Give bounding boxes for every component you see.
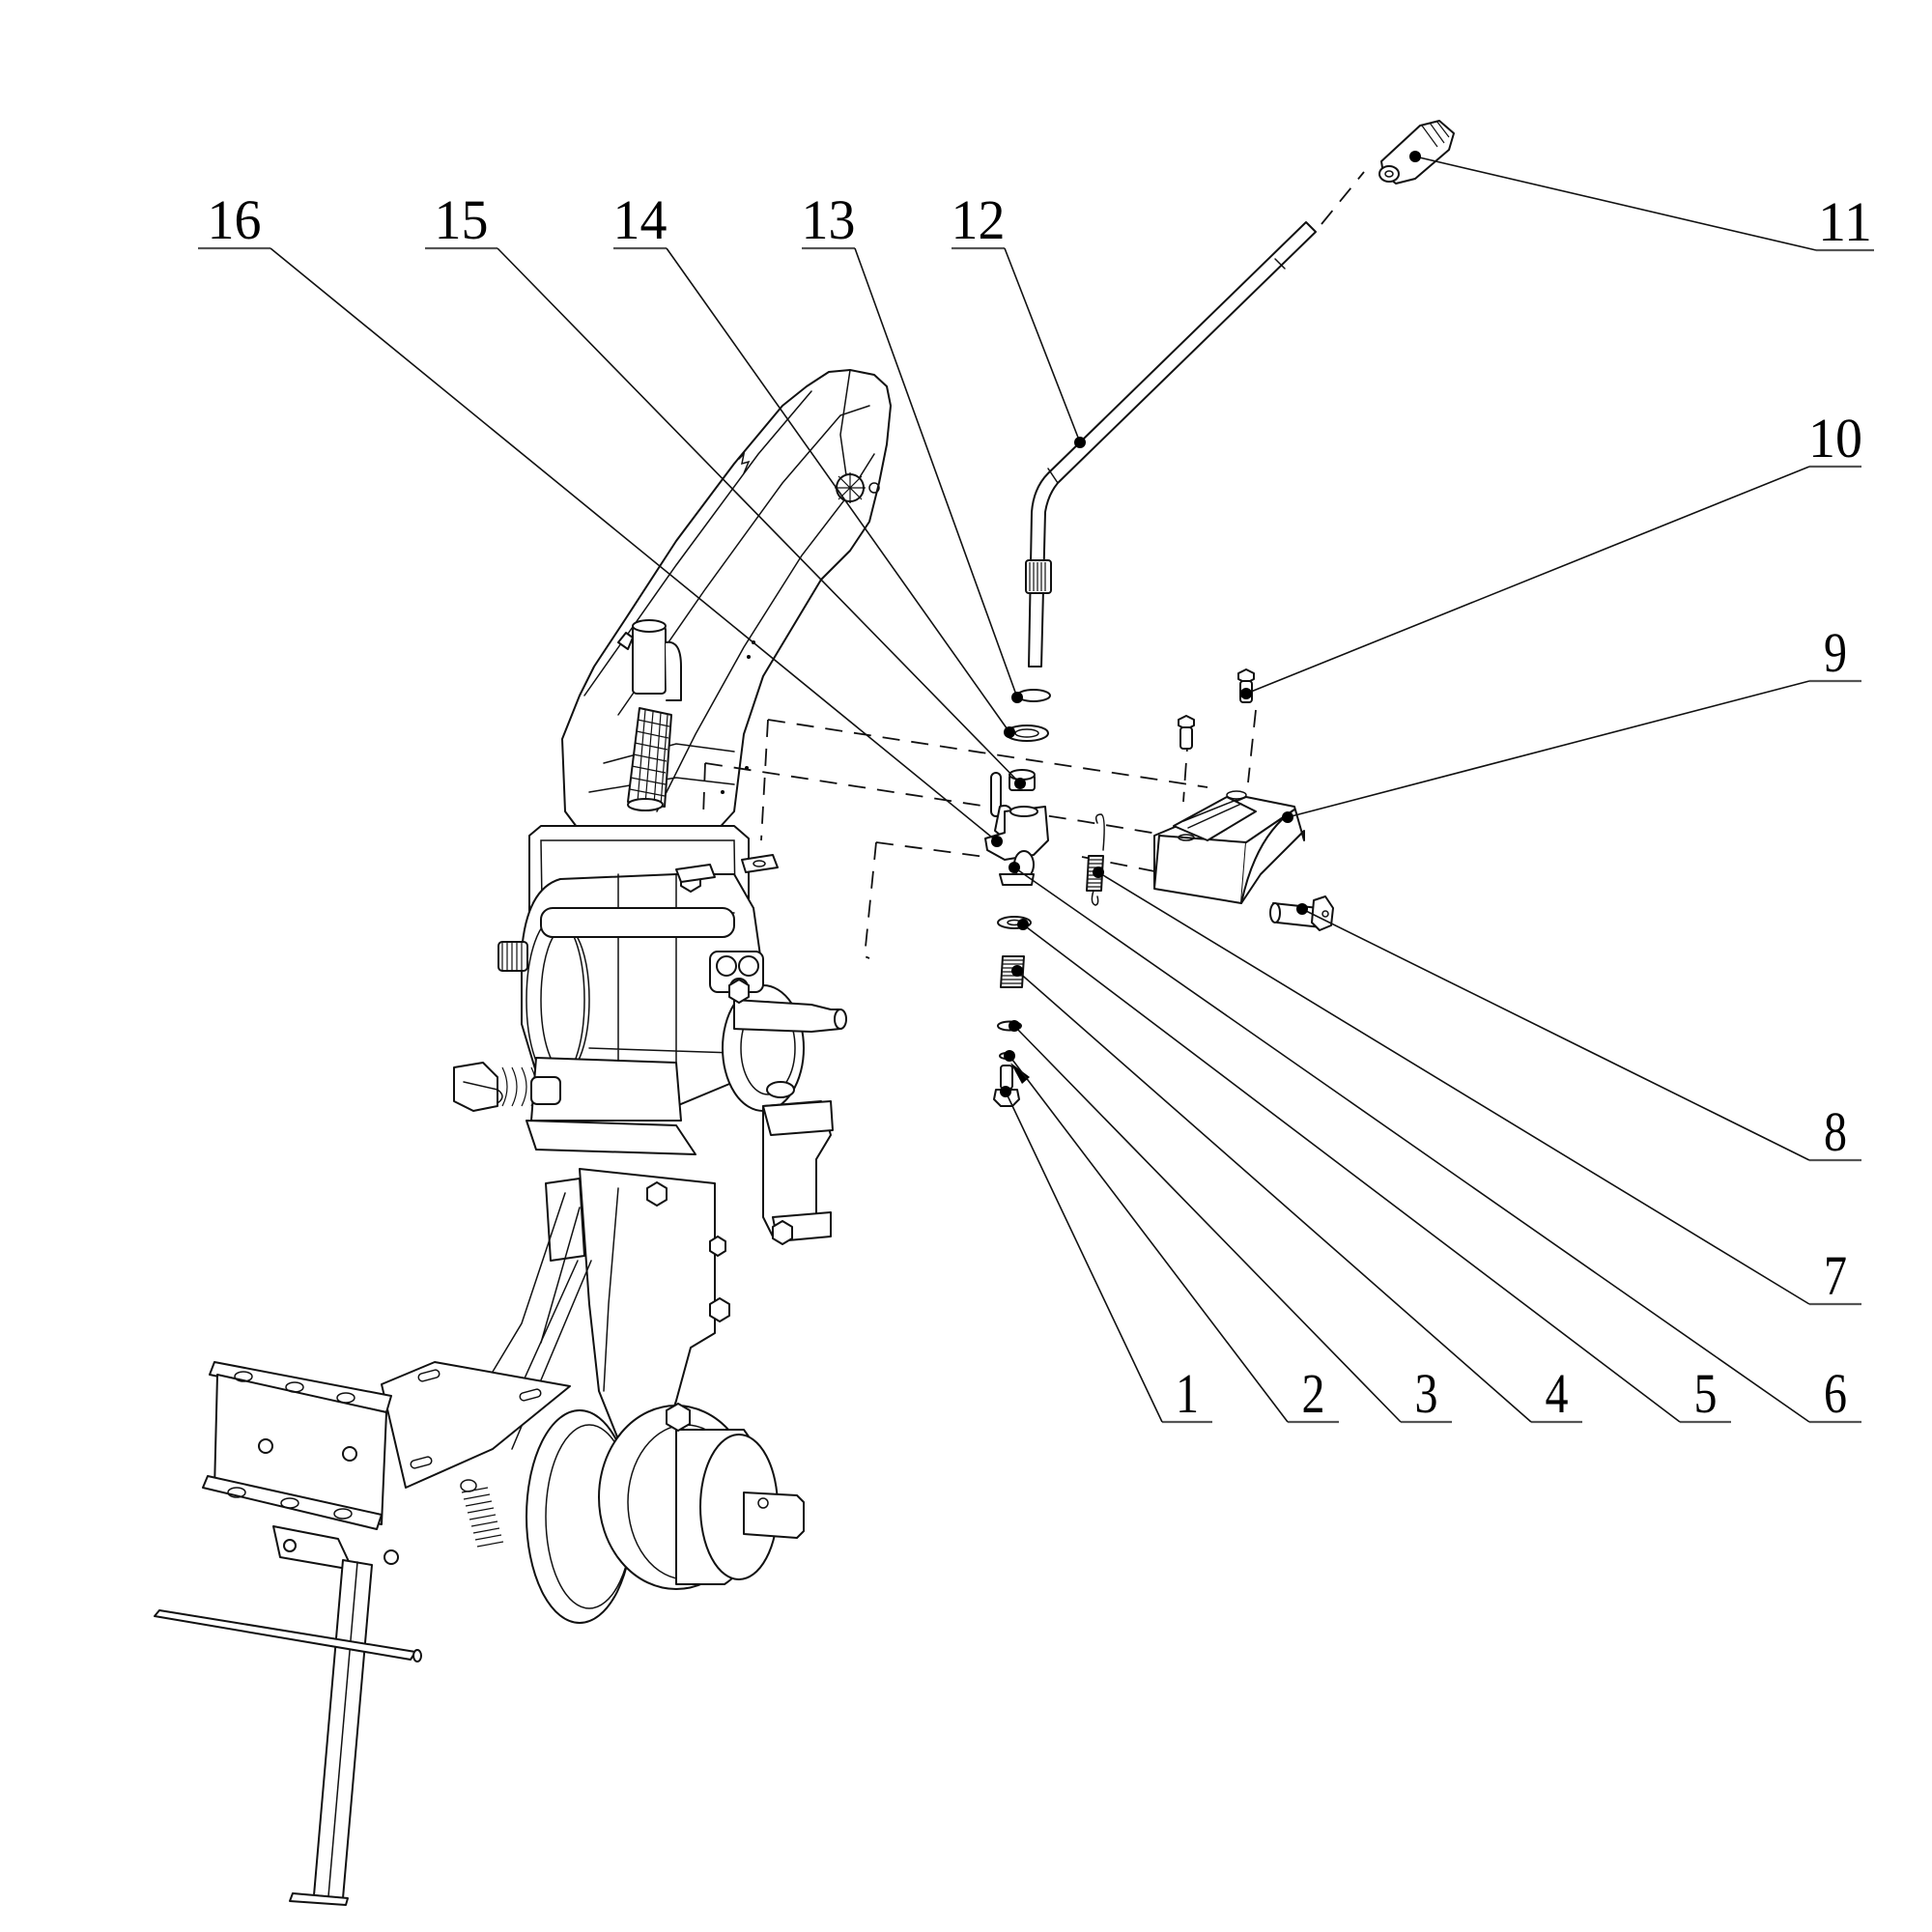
callout-number: 3 [1415, 1362, 1438, 1425]
leader-line [1097, 871, 1810, 1305]
callout-14: 14 [613, 188, 1015, 738]
leader-line [1004, 247, 1081, 443]
callout-number: 13 [802, 188, 856, 251]
part-7-tension-spring [1086, 813, 1105, 906]
leader-dot [1004, 1050, 1015, 1062]
callout-12: 12 [952, 188, 1086, 448]
part-16-shift-lever-seat [984, 772, 1049, 886]
leader-dot [1009, 1020, 1020, 1032]
leader-line [1013, 1025, 1402, 1423]
leader-dot [1000, 1086, 1011, 1097]
leader-dot [1409, 151, 1421, 162]
callout-10: 10 [1240, 407, 1862, 699]
leader-line [1245, 466, 1810, 695]
direction-arrow [1010, 1063, 1030, 1084]
callout-number: 15 [435, 188, 489, 251]
leader-dot [1296, 903, 1308, 915]
leader-line [1013, 867, 1810, 1423]
leader-dot [1009, 862, 1020, 873]
leader-line [1005, 1091, 1163, 1423]
callout-15: 15 [425, 188, 1026, 789]
part-14-thrust-washer [1005, 724, 1049, 742]
part-8-pivot-pin [1269, 895, 1334, 931]
callout-11: 11 [1409, 151, 1874, 253]
callout-number: 6 [1824, 1362, 1847, 1425]
leader-dot [1093, 867, 1104, 878]
callout-4: 4 [1011, 965, 1582, 1425]
depth-stake-bracket [154, 1361, 571, 1906]
leader-line [1414, 156, 1817, 251]
leader-dot [1004, 726, 1015, 738]
leader-line [1022, 923, 1681, 1423]
leader-dot [1282, 811, 1293, 823]
gearbox-frame [453, 825, 847, 1155]
callout-16: 16 [198, 188, 1003, 847]
callout-number: 8 [1824, 1100, 1847, 1163]
callout-number: 1 [1176, 1362, 1199, 1425]
leader-line [1287, 680, 1810, 818]
part-12-shift-lever-rod [1025, 221, 1317, 668]
callout-number: 16 [208, 188, 262, 251]
callout-2: 2 [1004, 1050, 1339, 1425]
callout-number: 12 [952, 188, 1006, 251]
leader-dot [1074, 437, 1086, 448]
callout-number: 7 [1824, 1244, 1847, 1307]
callout-7: 7 [1093, 867, 1861, 1307]
leader-line [270, 247, 998, 842]
callout-3: 3 [1009, 1020, 1452, 1425]
callout-number: 10 [1808, 407, 1862, 469]
callout-number: 9 [1824, 621, 1847, 684]
callout-13: 13 [802, 188, 1023, 703]
part-10-bolts [1178, 668, 1255, 750]
callout-number: 14 [613, 188, 668, 251]
leader-dot [1014, 778, 1026, 789]
leader-line [666, 247, 1010, 733]
callout-number: 2 [1302, 1362, 1325, 1425]
leader-dot [1011, 692, 1023, 703]
part-9-gear-position-bracket [1153, 790, 1305, 904]
leader-dot [1017, 919, 1029, 930]
assembly-dashed-lines [702, 171, 1365, 959]
callout-1: 1 [1000, 1086, 1212, 1425]
tiller-handle-column [561, 369, 892, 841]
callout-number: 4 [1546, 1362, 1569, 1425]
callout-6: 6 [1009, 862, 1861, 1425]
callout-5: 5 [1017, 919, 1731, 1425]
leader-dot [1011, 965, 1023, 977]
leader-line [1301, 908, 1810, 1161]
leader-line [497, 247, 1021, 784]
knurled-roller [627, 707, 672, 811]
callout-number: 11 [1818, 190, 1872, 253]
gearbox-lower-housing [460, 1081, 834, 1624]
leader-dot [1240, 688, 1252, 699]
leader-dot [991, 836, 1003, 847]
callout-number: 5 [1694, 1362, 1718, 1425]
callout-9: 9 [1282, 621, 1861, 823]
callout-8: 8 [1296, 903, 1861, 1163]
leader-line [854, 247, 1018, 698]
leader-line [1016, 970, 1532, 1423]
leader-line [1009, 1055, 1289, 1423]
